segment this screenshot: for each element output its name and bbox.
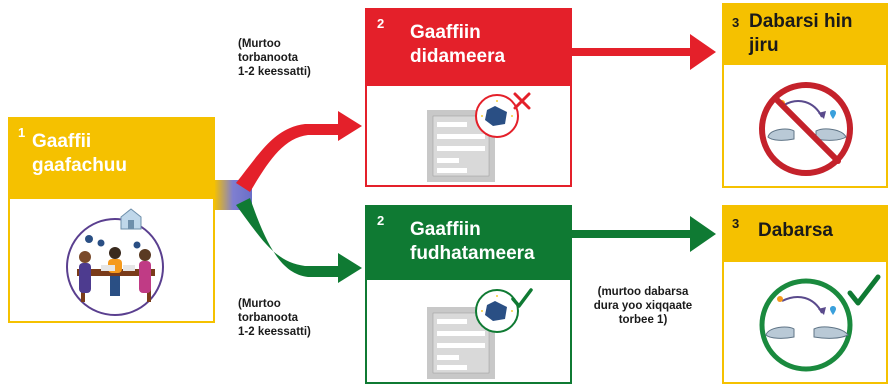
accepted-card: 2 Gaaffiin fudhatameera xyxy=(365,205,572,384)
step-number: 3 xyxy=(732,216,740,231)
top-decision-note: (Murtoo torbanoota 1-2 keessatti) xyxy=(238,38,311,78)
rejected-to-no-transfer-arrow xyxy=(572,34,716,70)
no-transfer-icon xyxy=(759,82,853,176)
accepted-document-icon xyxy=(427,288,533,379)
accepted-title: Gaaffiin fudhatameera xyxy=(410,219,535,264)
rejected-header: 2 Gaaffiin didameera xyxy=(367,10,570,86)
rejected-document-icon xyxy=(427,92,531,182)
family-illustration xyxy=(66,208,164,316)
accepted-header: 2 Gaaffiin fudhatameera xyxy=(367,207,570,280)
rejected-card: 2 Gaaffiin didameera xyxy=(365,8,572,187)
no-transfer-title: Dabarsi hin jiru xyxy=(749,11,853,56)
transfer-timing-note: (murtoo dabarsa dura yoo xiqqaate torbee… xyxy=(593,286,693,326)
rejected-title: Gaaffiin didameera xyxy=(410,22,506,67)
step-number: 2 xyxy=(377,213,385,228)
bottom-decision-note: (Murtoo torbanoota 1-2 keessatti) xyxy=(238,298,311,338)
no-transfer-header: 3 Dabarsi hin jiru xyxy=(724,5,886,65)
step-number: 3 xyxy=(732,15,740,30)
application-title: Gaaffii gaafachuu xyxy=(32,131,128,176)
step-number: 1 xyxy=(18,125,26,140)
transfer-title: Dabarsa xyxy=(758,220,833,241)
transfer-icon xyxy=(759,274,881,372)
transfer-card: 3 Dabarsa xyxy=(722,205,888,384)
accepted-to-transfer-arrow xyxy=(572,216,716,252)
application-card: 1 Gaaffii gaafachuu xyxy=(8,117,215,323)
no-transfer-card: 3 Dabarsi hin jiru xyxy=(722,3,888,188)
step-number: 2 xyxy=(377,16,385,31)
rejected-branch-arrow xyxy=(236,111,362,192)
application-header: 1 Gaaffii gaafachuu xyxy=(10,119,213,199)
accepted-branch-arrow xyxy=(236,198,362,283)
transfer-header: 3 Dabarsa xyxy=(724,207,886,262)
